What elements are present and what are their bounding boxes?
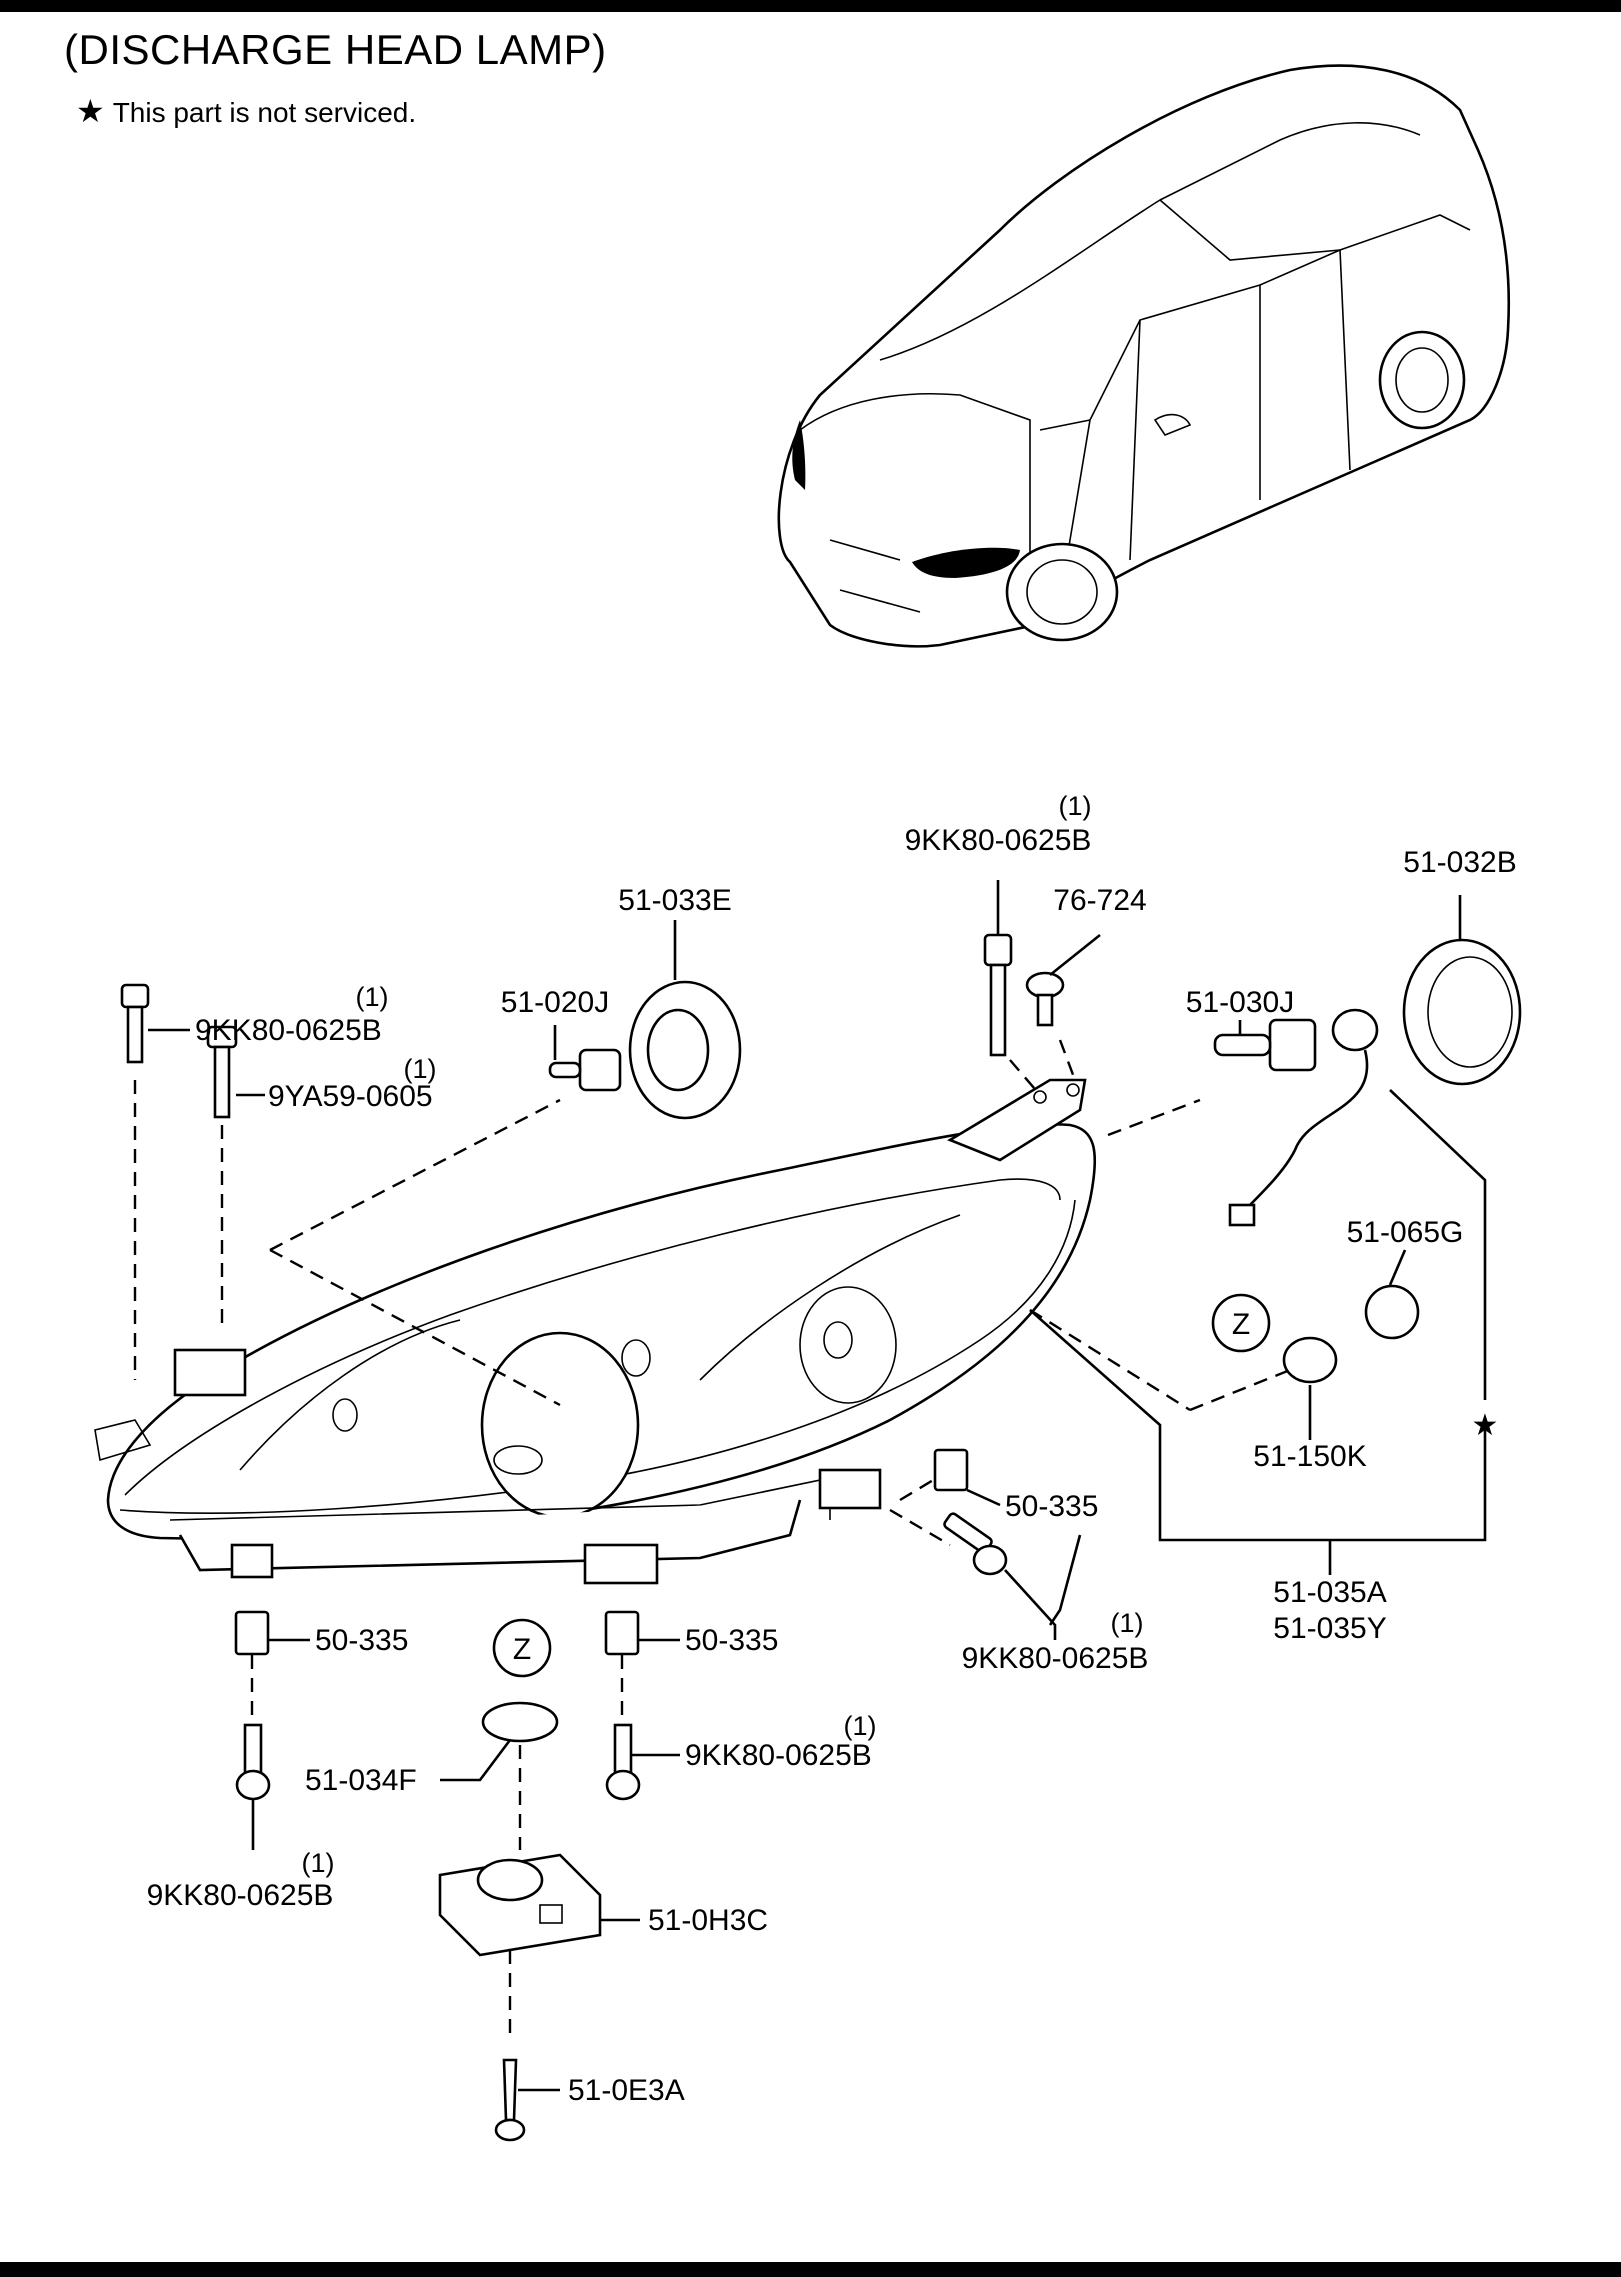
bolt-bottom-left-qty: (1) [302, 1848, 335, 1878]
screw-bottom-label: 51-0E3A [568, 2074, 685, 2107]
screw-top-left-qty: (1) [404, 1054, 437, 1084]
service-note-text: This part is not serviced. [112, 97, 417, 128]
o-ring-label: 51-034F [305, 1764, 417, 1797]
component-parts [120, 933, 1522, 2142]
ref-marker-z-right-text: Z [1232, 1308, 1250, 1341]
label-leaders [148, 880, 1462, 2092]
cap-label: 51-032B [1403, 846, 1516, 879]
clip-top-label: 76-724 [1053, 884, 1146, 917]
bottom-border-bar [0, 2262, 1621, 2277]
bolt-top-center-qty: (1) [1059, 791, 1092, 821]
star-icon: ★ [76, 93, 105, 129]
ref-marker-z-bottom-text: Z [513, 1633, 531, 1666]
callout-labels: Z Z ★ (1) 9KK80-0625B (1) 9KK80-0625B (1… [147, 791, 1517, 2107]
socket-label: 51-065G [1347, 1216, 1464, 1249]
bolt-top-left-qty: (1) [356, 982, 389, 1012]
bolt-right-qty: (1) [1111, 1608, 1144, 1638]
leader-lines [133, 1039, 1487, 2040]
headlamp-assembly-illustration [94, 1078, 1097, 1585]
service-note: ★This part is not serviced. [76, 92, 416, 130]
bolt-right-part: 9KK80-0625B [962, 1642, 1149, 1675]
ballast-label: 51-0H3C [648, 1904, 768, 1937]
bolt-bottom-left-part: 9KK80-0625B [147, 1879, 334, 1912]
seal-label: 51-033E [618, 884, 731, 917]
nut-center-label: 50-335 [685, 1624, 778, 1657]
not-serviced-star: ★ [1472, 1409, 1499, 1442]
bolt-bottom-center-qty: (1) [844, 1711, 877, 1741]
bolt-top-left-part: 9KK80-0625B [195, 1014, 382, 1047]
ref-marker-z-right: Z [1211, 1293, 1271, 1353]
diagram-title: (DISCHARGE HEAD LAMP) [64, 26, 607, 73]
nut-left-label: 50-335 [315, 1624, 408, 1657]
assembly-a-label: 51-035A [1273, 1576, 1386, 1609]
bolt-bottom-center-part: 9KK80-0625B [685, 1739, 872, 1772]
bulb-low-label: 51-020J [501, 986, 609, 1019]
bolt-top-center-part: 9KK80-0625B [905, 824, 1092, 857]
nut-right-label: 50-335 [1005, 1490, 1098, 1523]
screw-top-left-part: 9YA59-0605 [268, 1080, 433, 1113]
vehicle-locator-illustration [777, 64, 1511, 648]
top-border-bar [0, 0, 1621, 12]
bulb-turn-label: 51-150K [1253, 1440, 1366, 1473]
bulb-high-label: 51-030J [1186, 986, 1294, 1019]
ref-marker-z-bottom: Z [492, 1618, 552, 1678]
assembly-y-label: 51-035Y [1273, 1612, 1386, 1645]
